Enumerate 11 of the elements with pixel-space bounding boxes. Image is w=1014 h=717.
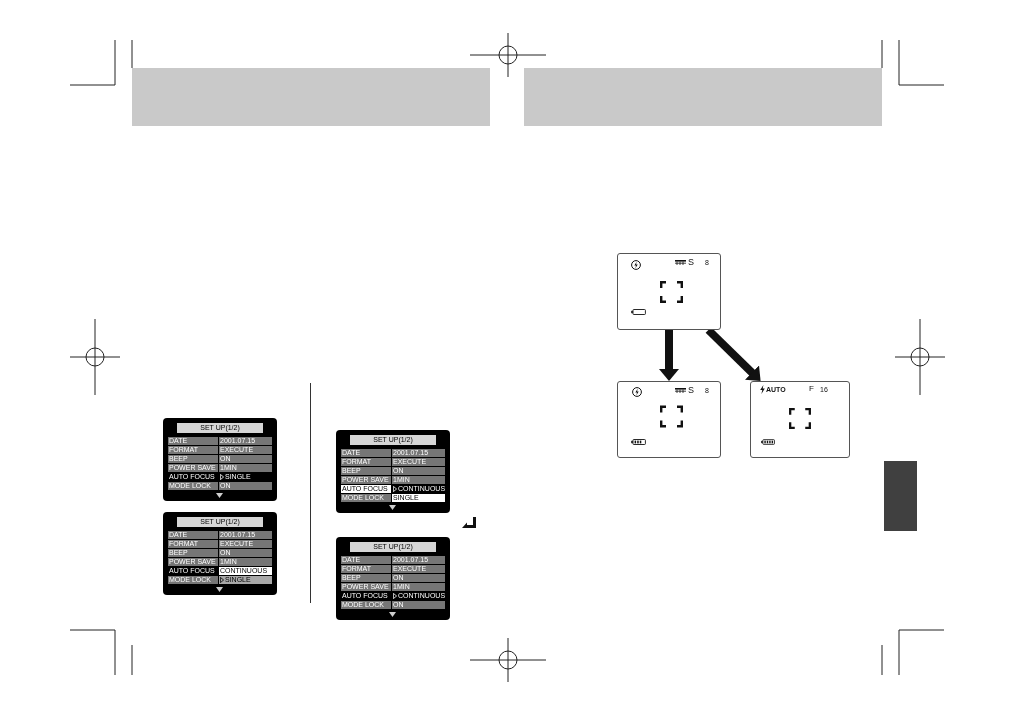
lcd-screen [617,381,721,458]
menu-screen [163,512,277,595]
menu-screen [336,537,450,620]
lcd-screen [750,381,850,458]
menu-screen [336,430,450,513]
lcd-screen [617,253,721,330]
lcd-indicator-text: S [688,385,694,395]
lcd-indicator-text: F [809,384,814,394]
lcd-indicator-text: S [688,257,694,267]
menu-screen [163,418,277,501]
arrow [659,330,679,381]
